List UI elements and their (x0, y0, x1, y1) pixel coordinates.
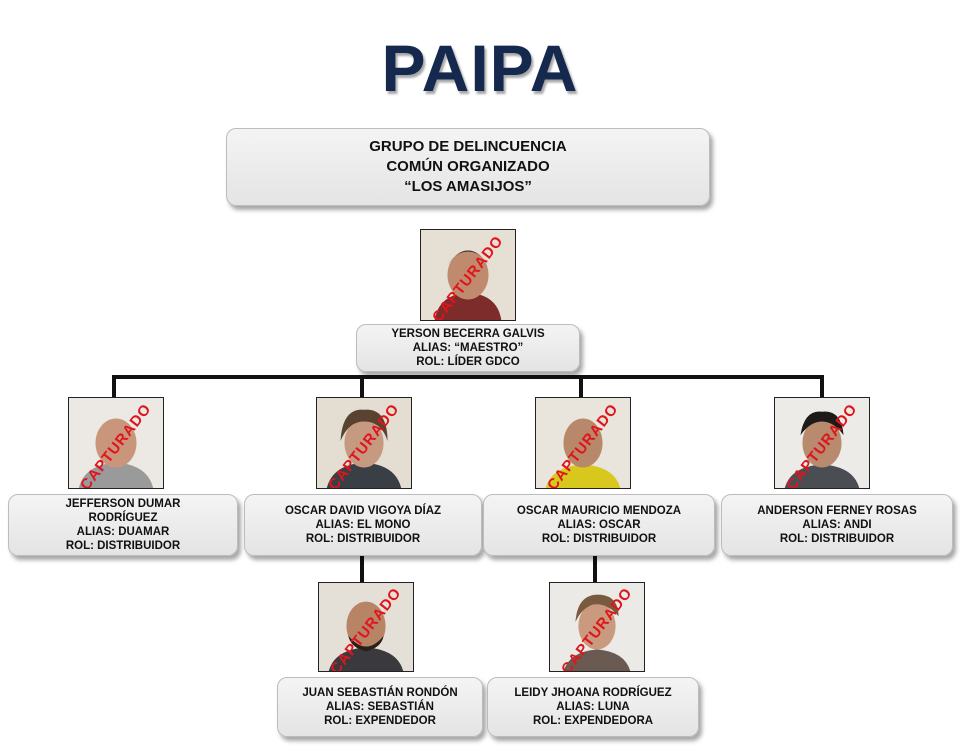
member-alias: ALIAS: SEBASTIÁN (326, 701, 434, 713)
photo-leader: CAPTURADO (420, 229, 516, 321)
photo-member-3: CAPTURADO (535, 397, 631, 489)
photo-member-2: CAPTURADO (316, 397, 412, 489)
group-line-3: “LOS AMASIJOS” (404, 178, 532, 195)
connector-horizontal (112, 375, 824, 379)
connector-drop-1 (112, 375, 116, 397)
member-role: ROL: LÍDER GDCO (416, 356, 520, 368)
person-silhouette-icon (775, 398, 869, 488)
person-silhouette-icon (69, 398, 163, 488)
member-alias: ALIAS: OSCAR (557, 519, 641, 531)
connector-drop-4 (820, 375, 824, 397)
person-silhouette-icon (317, 398, 411, 488)
group-line-2: COMÚN ORGANIZADO (386, 158, 550, 175)
connector-drop-2 (360, 375, 364, 397)
member-card-5: JUAN SEBASTIÁN RONDÓN ALIAS: SEBASTIÁN R… (277, 677, 483, 737)
member-alias: ALIAS: DUAMAR (76, 526, 170, 538)
page-title: PAIPA (381, 31, 579, 105)
member-name: OSCAR DAVID VIGOYA DÍAZ (284, 505, 442, 517)
member-name: LEIDY JHOANA RODRÍGUEZ (514, 687, 672, 699)
person-silhouette-icon (550, 583, 644, 671)
member-name: YERSON BECERRA GALVIS (391, 328, 545, 340)
group-title-box: GRUPO DE DELINCUENCIA COMÚN ORGANIZADO “… (226, 128, 710, 206)
member-card-2: OSCAR DAVID VIGOYA DÍAZ ALIAS: EL MONO R… (244, 494, 482, 556)
connector-sub-2 (593, 556, 597, 582)
photo-member-1: CAPTURADO (68, 397, 164, 489)
member-alias: ALIAS: EL MONO (315, 519, 411, 531)
member-alias: ALIAS: ANDI (802, 519, 872, 531)
member-name: ANDERSON FERNEY ROSAS (757, 505, 917, 517)
member-name: JUAN SEBASTIÁN RONDÓN (302, 687, 458, 699)
connector-drop-3 (579, 375, 583, 397)
member-role: ROL: DISTRIBUIDOR (779, 533, 895, 545)
person-silhouette-icon (421, 230, 515, 320)
person-silhouette-icon (536, 398, 630, 488)
member-card-3: OSCAR MAURICIO MENDOZA ALIAS: OSCAR ROL:… (483, 494, 715, 556)
group-line-1: GRUPO DE DELINCUENCIA (369, 138, 567, 155)
member-card-4: ANDERSON FERNEY ROSAS ALIAS: ANDI ROL: D… (721, 494, 953, 556)
member-card-6: LEIDY JHOANA RODRÍGUEZ ALIAS: LUNA ROL: … (487, 677, 699, 737)
member-name: OSCAR MAURICIO MENDOZA (516, 505, 682, 517)
member-card-leader: YERSON BECERRA GALVIS ALIAS: “MAESTRO” R… (356, 324, 580, 372)
member-role: ROL: DISTRIBUIDOR (305, 533, 421, 545)
connector-sub-1 (360, 556, 364, 582)
member-name-line-2: RODRÍGUEZ (88, 512, 158, 524)
member-role: ROL: DISTRIBUIDOR (65, 540, 181, 552)
member-name: JEFFERSON DUMAR (65, 498, 181, 510)
photo-member-5: CAPTURADO (318, 582, 414, 672)
member-alias: ALIAS: LUNA (556, 701, 630, 713)
member-role: ROL: EXPENDEDORA (532, 715, 654, 727)
member-role: ROL: DISTRIBUIDOR (541, 533, 657, 545)
member-card-1: JEFFERSON DUMAR RODRÍGUEZ ALIAS: DUAMAR … (8, 494, 238, 556)
member-alias: ALIAS: “MAESTRO” (412, 342, 524, 354)
photo-member-6: CAPTURADO (549, 582, 645, 672)
photo-member-4: CAPTURADO (774, 397, 870, 489)
member-role: ROL: EXPENDEDOR (324, 715, 436, 727)
person-silhouette-icon (319, 583, 413, 671)
